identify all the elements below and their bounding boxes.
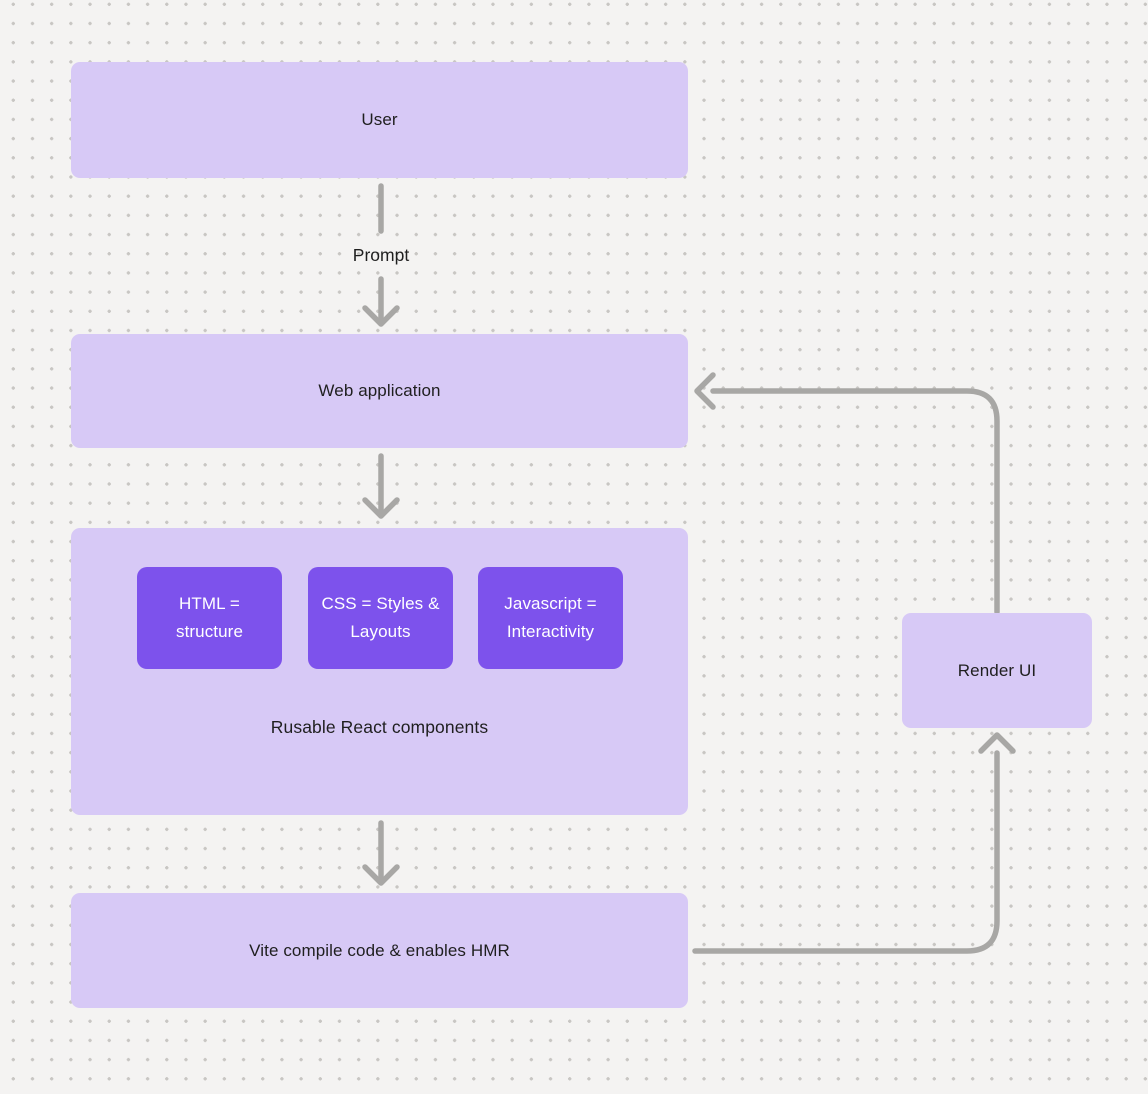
chip-javascript-label: Javascript = Interactivity (504, 594, 597, 641)
node-render-ui: Render UI (902, 613, 1092, 728)
arrowhead-down-icon (362, 864, 400, 886)
node-user: User (71, 62, 688, 178)
chip-javascript: Javascript = Interactivity (478, 567, 623, 669)
node-render-ui-label: Render UI (957, 660, 1037, 680)
chip-css-label: CSS = Styles & Layouts (321, 594, 440, 641)
edge-label-prompt: Prompt (352, 245, 410, 265)
edge-render-to-webapp (694, 372, 1000, 615)
edge-webapp-to-components (362, 453, 400, 519)
edge-vite-to-render (692, 732, 1016, 954)
arrowhead-down-icon (362, 305, 400, 327)
node-components-group: HTML = structure CSS = Styles & Layouts … (71, 528, 688, 815)
chip-html: HTML = structure (137, 567, 282, 669)
edge-components-to-vite (362, 820, 400, 886)
arrowhead-up-icon (978, 732, 1016, 754)
node-vite: Vite compile code & enables HMR (71, 893, 688, 1008)
arrowhead-down-icon (362, 497, 400, 519)
chip-css: CSS = Styles & Layouts (308, 567, 453, 669)
arrowhead-left-icon (694, 372, 716, 410)
chip-html-label: HTML = structure (175, 594, 244, 641)
node-web-application: Web application (71, 334, 688, 448)
components-group-caption: Rusable React components (270, 717, 489, 737)
node-vite-label: Vite compile code & enables HMR (249, 940, 510, 960)
node-user-label: User (361, 110, 398, 129)
node-web-application-label: Web application (318, 381, 441, 400)
